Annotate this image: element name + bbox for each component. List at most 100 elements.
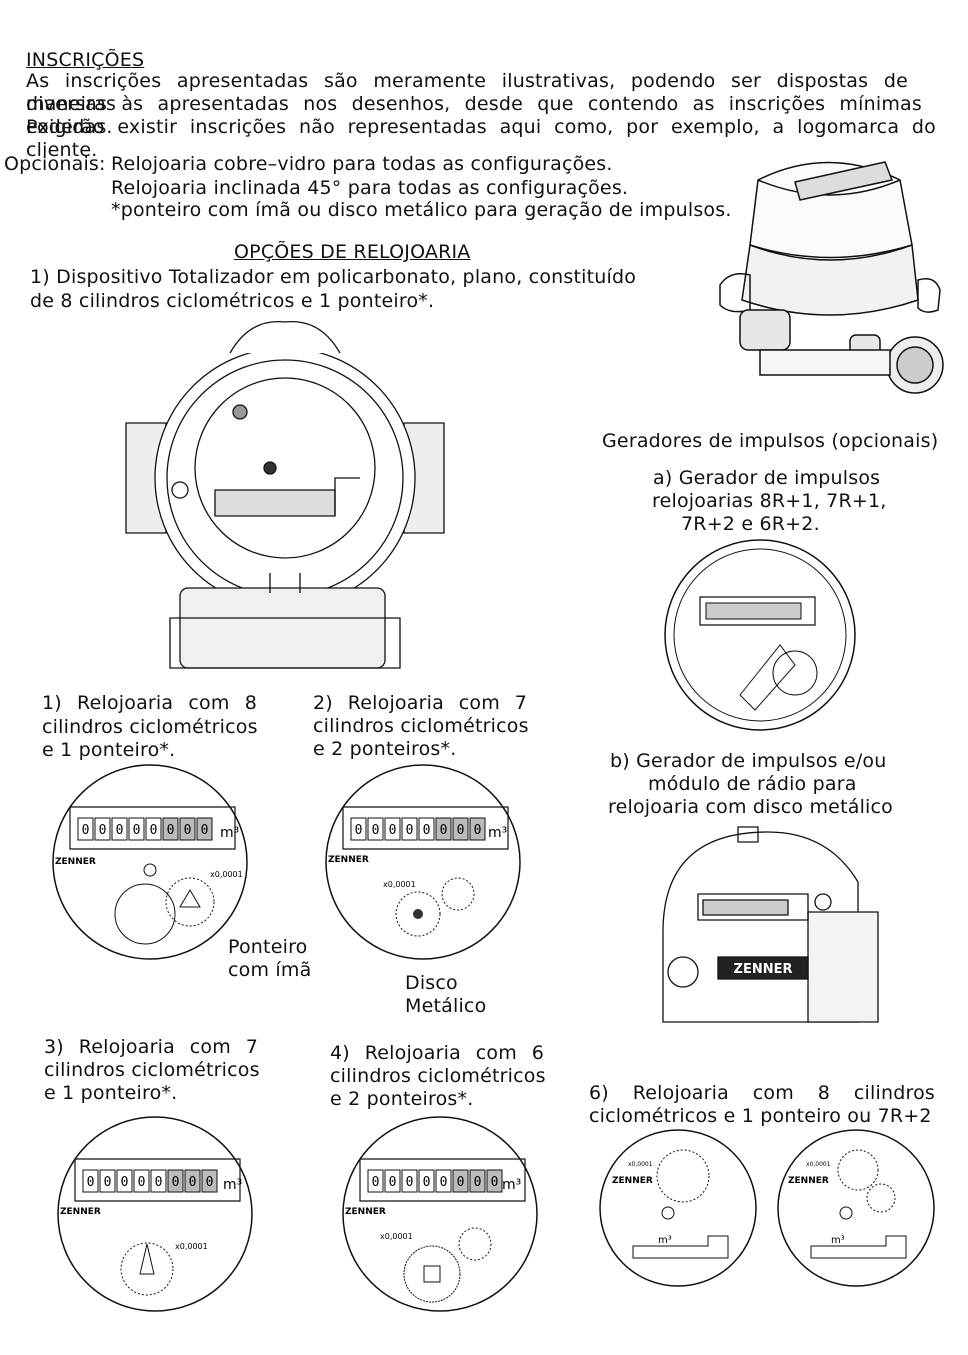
odometer-digit: 0 (474, 823, 482, 838)
odometer-digit: 0 (155, 1175, 163, 1190)
relojoaria-1-line: e 1 ponteiro*. (42, 739, 176, 761)
odometer-digit: 0 (87, 1175, 95, 1190)
odometer-cell (453, 1170, 468, 1192)
svg-text:ZENNER: ZENNER (60, 1207, 101, 1217)
odometer-cell (368, 1170, 383, 1192)
inscricoes-line: Poderão existir inscrições não represent… (26, 116, 936, 161)
svg-text:x0,0001: x0,0001 (383, 880, 416, 889)
odometer-digit: 0 (457, 823, 465, 838)
relojoaria-3-line: 3) Relojoaria com 7 (44, 1036, 258, 1058)
odometer-cell (134, 1170, 149, 1192)
gerador-a-line: a) Gerador de impulsos (653, 467, 881, 489)
odometer-digit: 0 (440, 823, 448, 838)
inscricoes-title: INSCRIÇÕES (26, 49, 145, 71)
gerador-b-line: módulo de rádio para (648, 773, 857, 795)
odometer-cell (100, 1170, 115, 1192)
svg-text:ZENNER: ZENNER (55, 857, 96, 867)
relojoaria-4-line: cilindros ciclométricos (330, 1065, 546, 1087)
dial-gerador-b: ZENNER (658, 822, 880, 1037)
odometer-cell (453, 818, 468, 840)
relojoaria-1-line: 1) Relojoaria com 8 (42, 692, 257, 714)
odometer-cell (117, 1170, 132, 1192)
callout-disco-line: Disco (405, 972, 458, 994)
odometer-cell (470, 818, 485, 840)
relojoaria-2-line: cilindros ciclométricos (313, 715, 529, 737)
odometer-digit: 0 (82, 823, 90, 838)
odometer-digit: 0 (389, 1175, 397, 1190)
odometer-digit: 0 (121, 1175, 129, 1190)
callout-disco-line: Metálico (405, 995, 487, 1017)
odometer-cell (385, 1170, 400, 1192)
callout-ponteiro-line: Ponteiro (228, 936, 308, 958)
odometer-cell (168, 1170, 183, 1192)
opcoes-title: OPÇÕES DE RELOJOARIA (234, 241, 471, 263)
relojoaria-3-line: cilindros ciclométricos (44, 1059, 260, 1081)
odometer-cell (436, 818, 451, 840)
inscricoes-line: diversas às apresentadas nos desenhos, d… (26, 93, 922, 138)
odometer-digit: 0 (491, 1175, 499, 1190)
odometer-cell (368, 818, 383, 840)
odometer-digit: 0 (406, 823, 414, 838)
svg-text:ZENNER: ZENNER (345, 1207, 386, 1217)
odometer-cell (487, 1170, 502, 1192)
geradores-title: Geradores de impulsos (opcionais) (602, 430, 939, 452)
odometer-cell (351, 818, 366, 840)
odometer-digit: 0 (189, 1175, 197, 1190)
odometer-cell (197, 818, 212, 840)
odometer-cell (146, 818, 161, 840)
opcionais-line: Relojoaria inclinada 45° para todas as c… (111, 177, 629, 199)
odometer-cell (419, 818, 434, 840)
relojoaria-4-line: 4) Relojoaria com 6 (330, 1042, 544, 1064)
odometer-digit: 0 (389, 823, 397, 838)
svg-text:ZENNER: ZENNER (612, 1176, 653, 1186)
odometer-digit: 0 (104, 1175, 112, 1190)
meter-illustration (700, 150, 950, 420)
relojoaria-4-line: e 2 ponteiros*. (330, 1088, 474, 1110)
odometer-digit: 0 (172, 1175, 180, 1190)
svg-text:m³: m³ (488, 825, 507, 841)
odometer-digit: 0 (167, 823, 175, 838)
gerador-b-line: relojoaria com disco metálico (608, 796, 893, 818)
dial-gerador-a (660, 535, 860, 735)
opcionais-line: Relojoaria cobre–vidro para todas as con… (111, 153, 613, 175)
svg-text:m³: m³ (220, 825, 239, 841)
svg-text:x0,0001: x0,0001 (380, 1232, 413, 1241)
odometer-cell (185, 1170, 200, 1192)
odometer-cell (151, 1170, 166, 1192)
svg-text:x0,0001: x0,0001 (210, 870, 243, 879)
odometer-digit: 0 (133, 823, 141, 838)
odometer-cell (129, 818, 144, 840)
svg-text:m³: m³ (223, 1177, 242, 1193)
totalizador-figure (120, 318, 450, 678)
odometer-cell (419, 1170, 434, 1192)
svg-text:x0,0001: x0,0001 (628, 1161, 653, 1168)
odometer-digit: 0 (440, 1175, 448, 1190)
opcoes-item1-line: 1) Dispositivo Totalizador em policarbon… (30, 266, 637, 288)
inscricoes-line: As inscrições apresentadas são meramente… (26, 70, 908, 115)
odometer-cell (163, 818, 178, 840)
relojoaria-3-line: e 1 ponteiro*. (44, 1082, 178, 1104)
opcionais-label: Opcionais: (4, 153, 106, 175)
odometer-digit: 0 (423, 1175, 431, 1190)
odometer-digit: 0 (355, 823, 363, 838)
relojoaria-1-line: cilindros ciclométricos (42, 716, 258, 738)
svg-text:x0,0001: x0,0001 (175, 1242, 208, 1251)
svg-text:ZENNER: ZENNER (328, 855, 369, 865)
odometer-digit: 0 (116, 823, 124, 838)
odometer-digit: 0 (138, 1175, 146, 1190)
odometer-cell (202, 1170, 217, 1192)
odometer-digit: 0 (150, 823, 158, 838)
odometer-digit: 0 (423, 823, 431, 838)
odometer-cell (385, 818, 400, 840)
gerador-a-line: 7R+2 e 6R+2. (681, 513, 820, 535)
dial-relojoaria-6a: ZENNER x0,0001 m³ (598, 1128, 758, 1288)
odometer-cell (402, 1170, 417, 1192)
odometer-digit: 0 (372, 1175, 380, 1190)
